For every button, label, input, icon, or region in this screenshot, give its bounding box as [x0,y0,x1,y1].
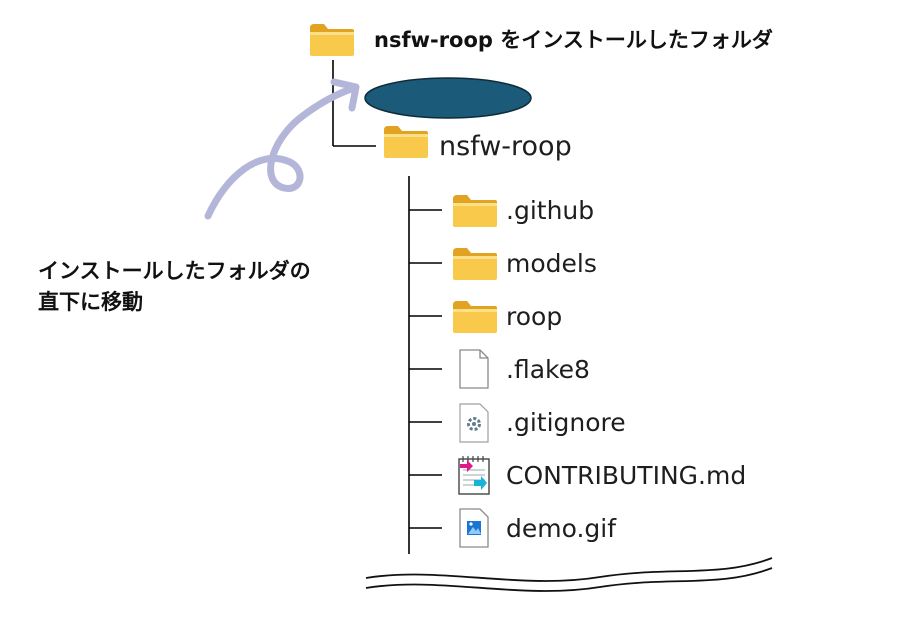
root-folder-icon [310,24,354,56]
file-icon [459,349,489,389]
annotation-text: インストールしたフォルダの 直下に移動 [38,256,311,318]
image-file-icon [459,508,489,548]
settings-file-icon [459,403,489,443]
root-folder-label: nsfw-roop をインストールしたフォルダ [374,28,773,52]
child-label-demo-gif: demo.gif [506,514,617,543]
child-label-flake8: .flake8 [506,355,590,384]
subfolder-folder-icon [384,126,428,158]
child-label-models: models [506,249,597,278]
child-label-roop: roop [506,302,563,331]
annotation-line-1: インストールしたフォルダの [38,259,311,283]
tree-lines [332,60,442,554]
highlight-oval [364,77,532,119]
subfolder-label: nsfw-roop [439,131,572,162]
annotation-line-2: 直下に移動 [38,290,143,314]
break-lines [365,557,773,592]
curved-arrow [204,78,360,220]
models-folder-icon [453,248,497,280]
markdown-file-icon [458,456,490,495]
github-folder-icon [453,195,497,227]
child-label-gitignore: .gitignore [506,408,626,437]
child-label-github: .github [506,196,595,225]
child-label-contributing: CONTRIBUTING.md [506,461,747,490]
roop-folder-icon [453,301,497,333]
